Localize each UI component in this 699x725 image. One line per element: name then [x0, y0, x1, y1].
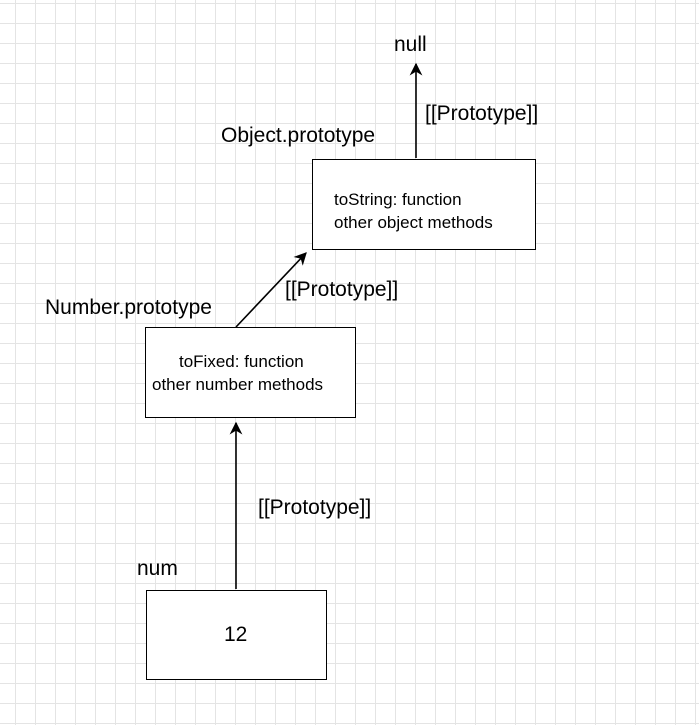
- object-prototype-label: Object.prototype: [221, 124, 376, 147]
- number-prototype-line-1: toFixed: function: [179, 352, 304, 371]
- edge-label-number-object: [[Prototype]]: [285, 278, 399, 301]
- arrow-number-to-object: [235, 252, 307, 328]
- edge-label-num-number: [[Prototype]]: [258, 496, 372, 519]
- object-prototype-line-1: toString: function: [334, 190, 462, 209]
- object-prototype-box: [312, 159, 536, 250]
- null-label: null: [394, 33, 427, 56]
- num-label: num: [137, 557, 178, 580]
- edge-label-object-null: [[Prototype]]: [425, 102, 539, 125]
- num-value: 12: [224, 623, 248, 646]
- object-prototype-line-2: other object methods: [334, 213, 493, 232]
- num-box: [146, 590, 327, 680]
- number-prototype-box: [145, 327, 356, 418]
- number-prototype-line-2: other number methods: [152, 375, 324, 394]
- number-prototype-label: Number.prototype: [45, 296, 212, 319]
